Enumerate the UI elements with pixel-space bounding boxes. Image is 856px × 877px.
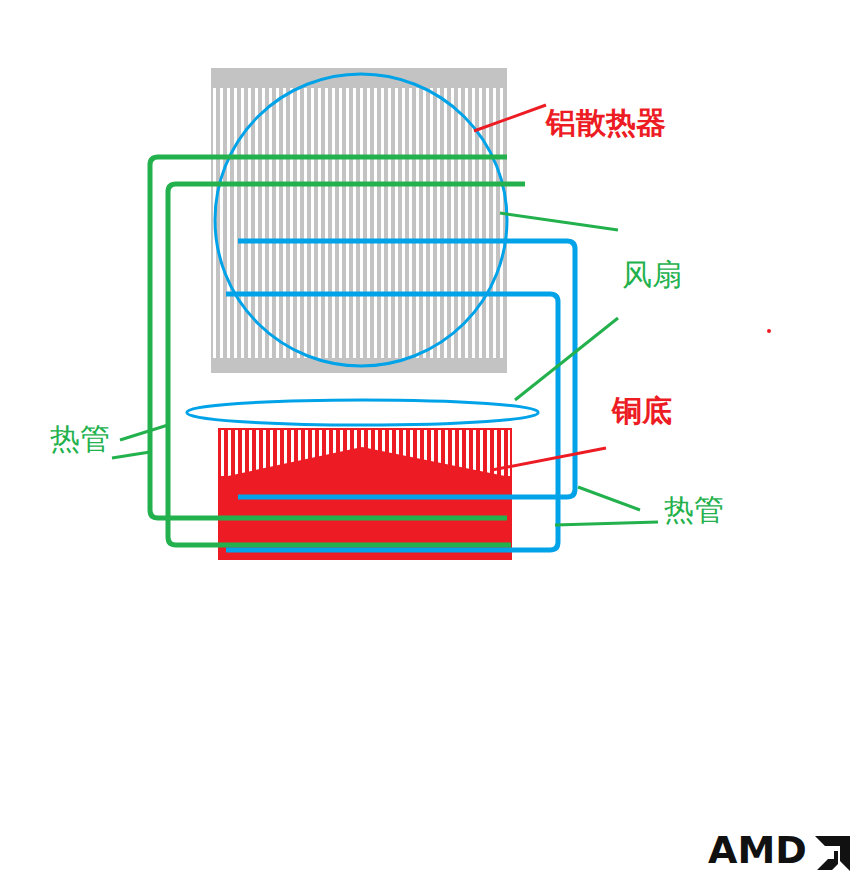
- aluminium-heatsink: [211, 68, 507, 373]
- part-label: 热管: [664, 493, 724, 526]
- part-label: 热管: [50, 422, 110, 455]
- part-label: 铝散热器: [546, 106, 666, 139]
- brand-logo-text: AMD: [708, 830, 807, 872]
- fan-flat: [187, 400, 538, 425]
- fan-circle: [215, 74, 507, 366]
- leader-lines: [112, 105, 658, 525]
- copper-base: [218, 428, 512, 560]
- part-label: 铜底: [612, 394, 672, 427]
- red-dot: [767, 329, 771, 333]
- amd-arrow-mark: [815, 836, 850, 871]
- part-label: 风扇: [622, 258, 682, 291]
